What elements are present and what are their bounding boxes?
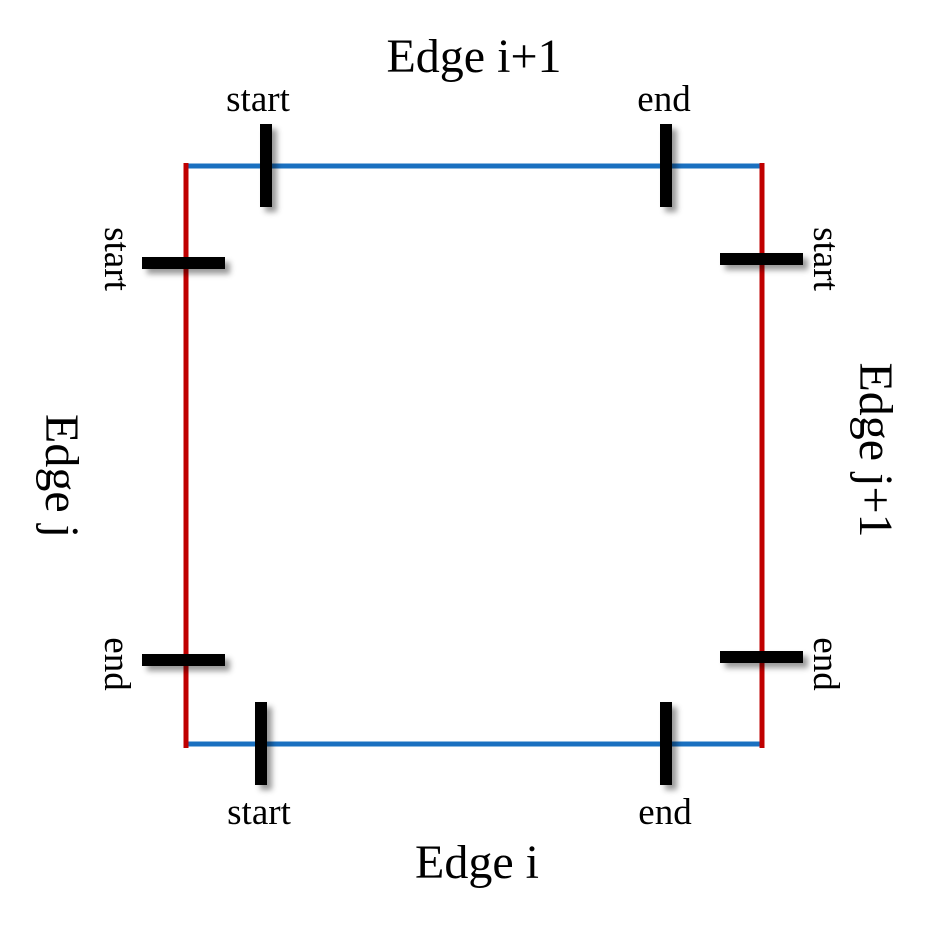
left-start-label: start: [96, 227, 137, 291]
edge-bottom-title: Edge i: [415, 836, 539, 889]
top-end-label: end: [637, 79, 691, 120]
edge-right-title: Edge j+1: [849, 362, 902, 537]
edge-left-title: Edge j: [35, 414, 88, 538]
left-end-label: end: [96, 637, 137, 691]
edge-top-title: Edge i+1: [386, 30, 561, 83]
bottom-end-label: end: [638, 792, 692, 833]
top-start-label: start: [226, 79, 290, 120]
right-end-label: end: [805, 637, 846, 691]
bottom-start-label: start: [227, 792, 291, 833]
markers: [142, 124, 803, 785]
right-start-label: start: [805, 227, 846, 291]
